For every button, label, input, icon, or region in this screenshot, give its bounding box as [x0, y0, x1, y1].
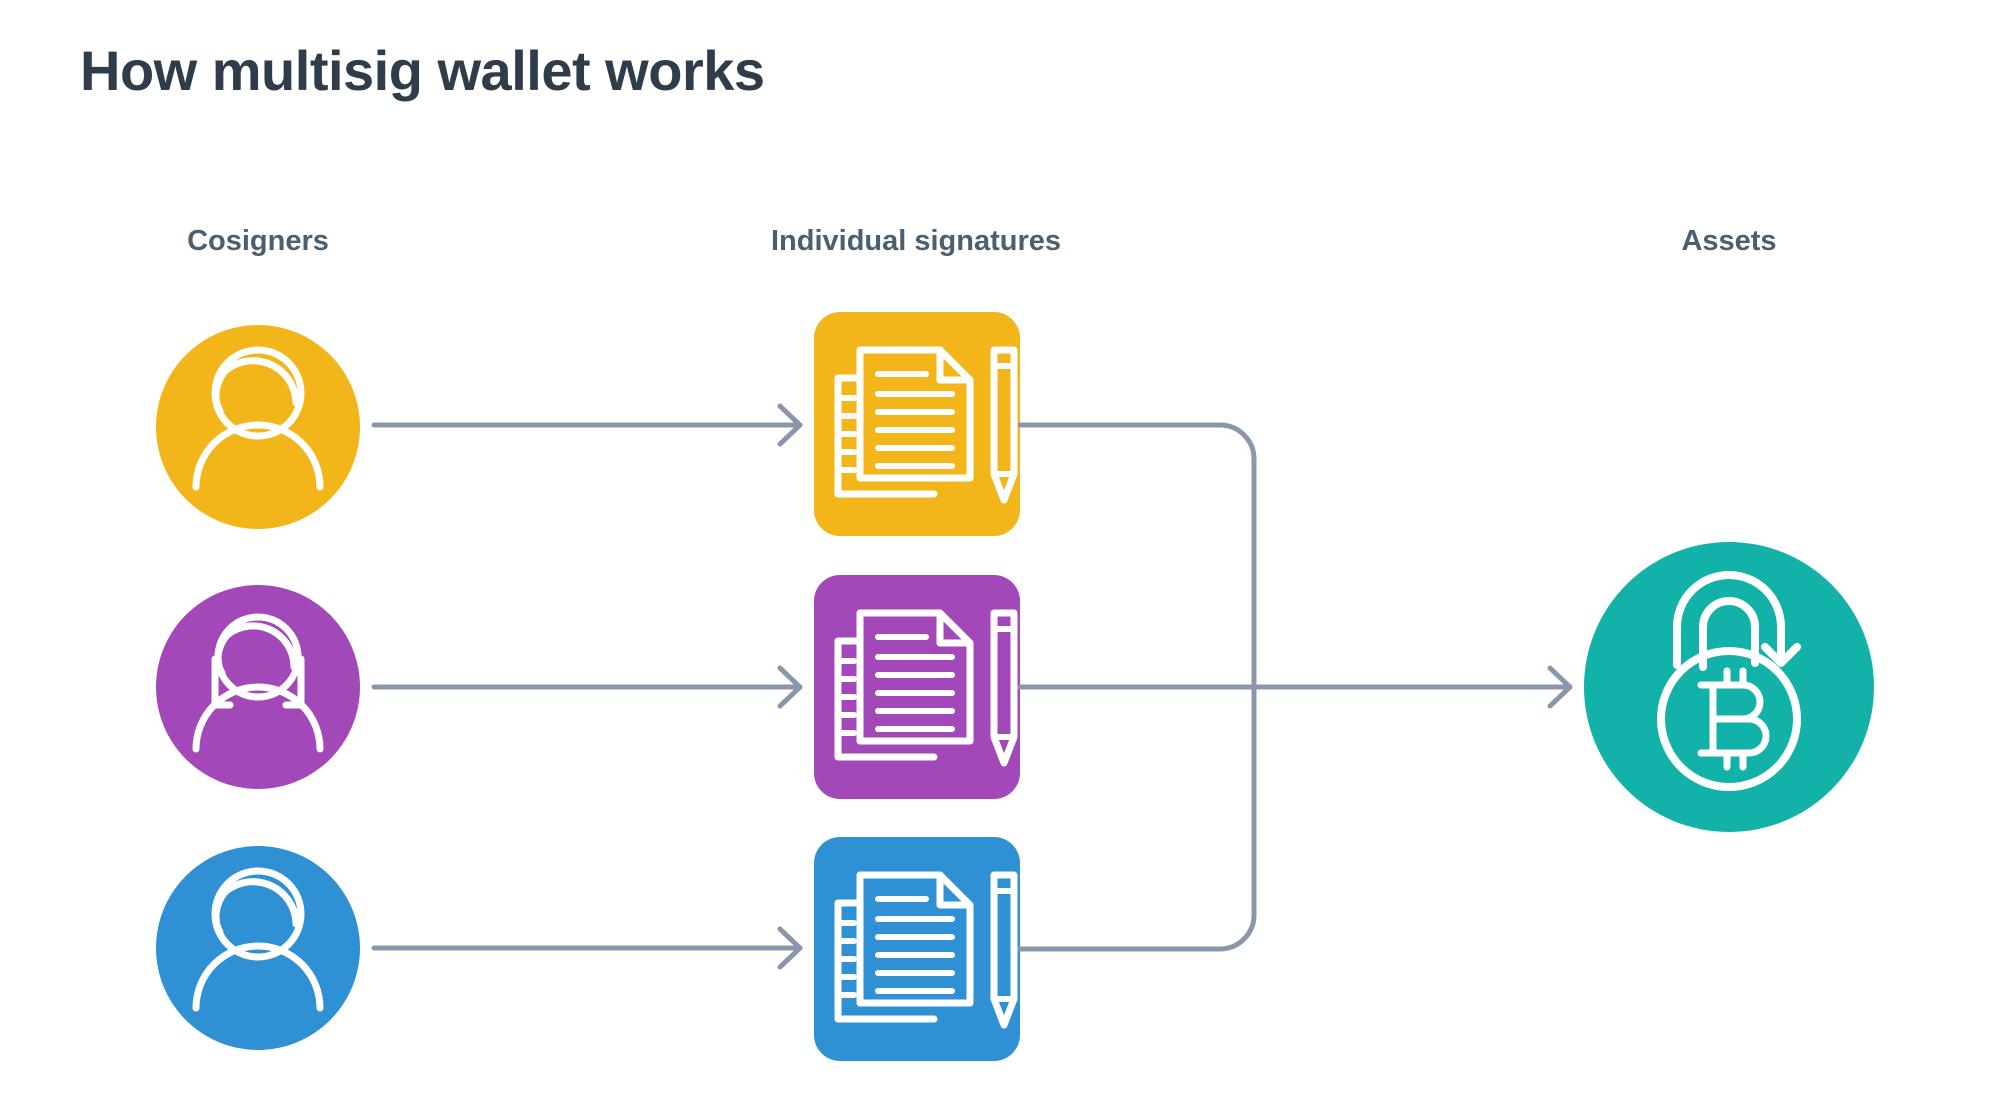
signature-card-3 — [814, 837, 1020, 1061]
signature-card-2 — [814, 575, 1020, 799]
signature-node-3[interactable] — [814, 837, 1020, 1061]
page-title: How multisig wallet works — [80, 39, 765, 102]
arrow-cosigner-3-to-signature-3 — [371, 926, 803, 970]
column-header-assets: Assets — [1681, 225, 1777, 257]
cosigner-node-2[interactable] — [156, 585, 360, 789]
cosigner-node-3[interactable] — [156, 846, 360, 1050]
signature-node-2[interactable] — [814, 575, 1020, 799]
cosigner-node-1[interactable] — [156, 325, 360, 529]
arrow-signatures-to-assets — [1251, 665, 1573, 709]
arrow-cosigner-1-to-signature-1 — [371, 403, 803, 447]
signature-node-1[interactable] — [814, 312, 1020, 536]
signature-card-1 — [814, 312, 1020, 536]
column-header-signatures: Individual signatures — [770, 225, 1062, 257]
column-header-cosigners: Cosigners — [187, 225, 329, 257]
arrow-cosigner-2-to-signature-2 — [371, 665, 803, 709]
assets-node[interactable] — [1584, 542, 1874, 832]
